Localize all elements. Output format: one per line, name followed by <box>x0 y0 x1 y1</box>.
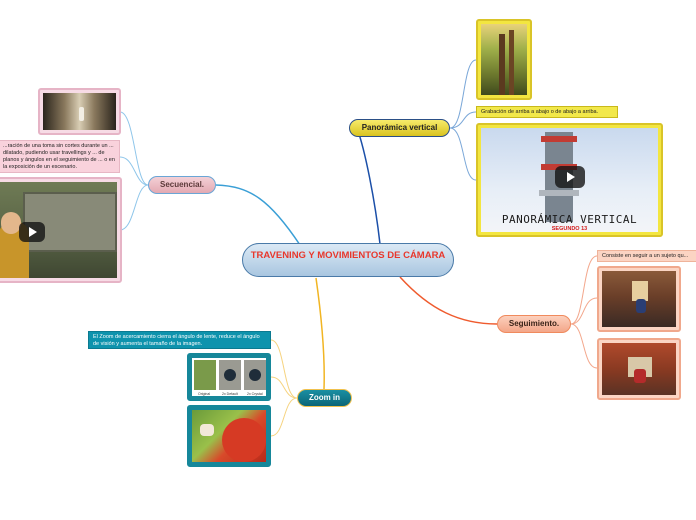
video-ruins[interactable] <box>0 177 122 283</box>
note-seguimiento[interactable]: Consiste en seguir a un sujeto qu... <box>597 250 696 262</box>
link-zoom <box>315 277 325 390</box>
zoom-caption: 2x Crystal <box>247 392 263 396</box>
play-icon[interactable] <box>555 166 585 188</box>
link-secuencial <box>215 184 301 246</box>
note-panoramica[interactable]: Grabación de arriba a abajo o de abajo a… <box>476 106 618 118</box>
video-panoramica[interactable]: PANORÁMICA VERTICAL <box>476 123 663 237</box>
topic-secuencial[interactable]: Secuencial. <box>148 176 216 194</box>
image-hallway-corridor[interactable] <box>597 338 681 400</box>
video-title: PANORÁMICA VERTICAL <box>501 213 638 226</box>
central-topic-label: TRAVENING Y MOVIMIENTOS DE CÁMARA <box>250 250 446 261</box>
central-topic[interactable]: TRAVENING Y MOVIMIENTOS DE CÁMARA <box>242 243 454 277</box>
note-secuencial[interactable]: ...ración de una toma sin cortes durante… <box>0 140 120 173</box>
image-parrot[interactable] <box>187 405 271 467</box>
topic-zoom-label: Zoom in <box>308 393 341 402</box>
topic-seguimiento-label: Seguimiento. <box>508 319 560 328</box>
image-zoom-comparison[interactable]: Original 2x Default 2x Crystal <box>187 353 271 401</box>
link-panoramica <box>356 127 381 245</box>
topic-zoom-in[interactable]: Zoom in <box>297 389 352 407</box>
video-subtitle: SEGUNDO 13 <box>551 226 588 232</box>
image-forest[interactable] <box>476 19 532 100</box>
zoom-caption: 2x Default <box>222 392 238 396</box>
note-zoom[interactable]: El Zoom de acercamiento cierra el ángulo… <box>88 331 271 349</box>
topic-secuencial-label: Secuencial. <box>159 180 205 189</box>
topic-panoramica-label: Panorámica vertical <box>361 123 438 132</box>
image-corridor[interactable] <box>38 88 121 135</box>
link-seguimiento <box>399 276 498 325</box>
topic-panoramica-vertical[interactable]: Panorámica vertical <box>349 119 450 137</box>
play-icon[interactable] <box>19 222 45 242</box>
zoom-caption: Original <box>198 392 211 396</box>
image-hallway-child[interactable] <box>597 266 681 332</box>
topic-seguimiento[interactable]: Seguimiento. <box>497 315 571 333</box>
